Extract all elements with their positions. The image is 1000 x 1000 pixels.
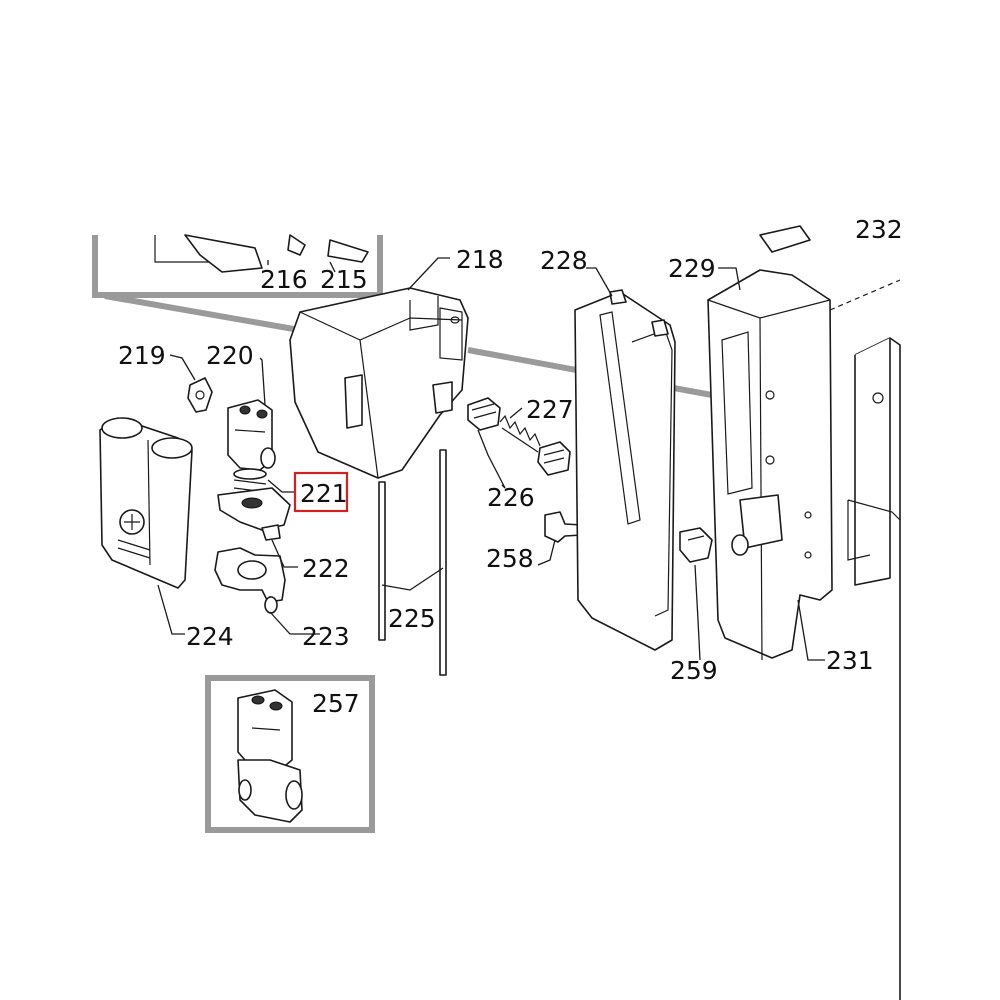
part-259-switch: [679, 527, 713, 563]
label-257: 257: [312, 689, 360, 718]
label-258: 258: [486, 544, 534, 573]
part-222-valve-base: [217, 487, 291, 541]
label-223: 223: [302, 622, 350, 651]
label-229: 229: [668, 254, 716, 283]
part-218-housing: [289, 287, 469, 479]
label-218: 218: [456, 245, 504, 274]
label-221: 221: [300, 479, 348, 508]
inset-frame-top: [92, 234, 383, 298]
label-226: 226: [487, 483, 535, 512]
label-220: 220: [206, 341, 254, 370]
part-220-valve-top: [227, 399, 276, 471]
part-228-panel: [574, 289, 676, 651]
part-226-switch: [467, 397, 571, 476]
part-223-bracket: [214, 547, 286, 614]
label-231: 231: [826, 646, 874, 675]
label-227: 227: [526, 395, 574, 424]
label-259: 259: [670, 656, 718, 685]
part-229-frame: [707, 225, 833, 661]
label-224: 224: [186, 622, 234, 651]
part-225-rods: [378, 449, 447, 676]
label-228: 228: [540, 246, 588, 275]
label-215: 215: [320, 265, 368, 294]
leader-lines: [157, 257, 825, 661]
part-219-clip: [187, 377, 213, 413]
highlight-box-221: [293, 471, 349, 513]
part-right-partial: [829, 279, 901, 1000]
part-224-cover: [99, 417, 193, 589]
label-216: 216: [260, 265, 308, 294]
part-227-spring: [499, 414, 541, 453]
label-219: 219: [118, 341, 166, 370]
inset-frame-257: [205, 675, 375, 833]
label-222: 222: [302, 554, 350, 583]
label-232-partial: 232: [855, 215, 903, 244]
label-225: 225: [388, 604, 436, 633]
